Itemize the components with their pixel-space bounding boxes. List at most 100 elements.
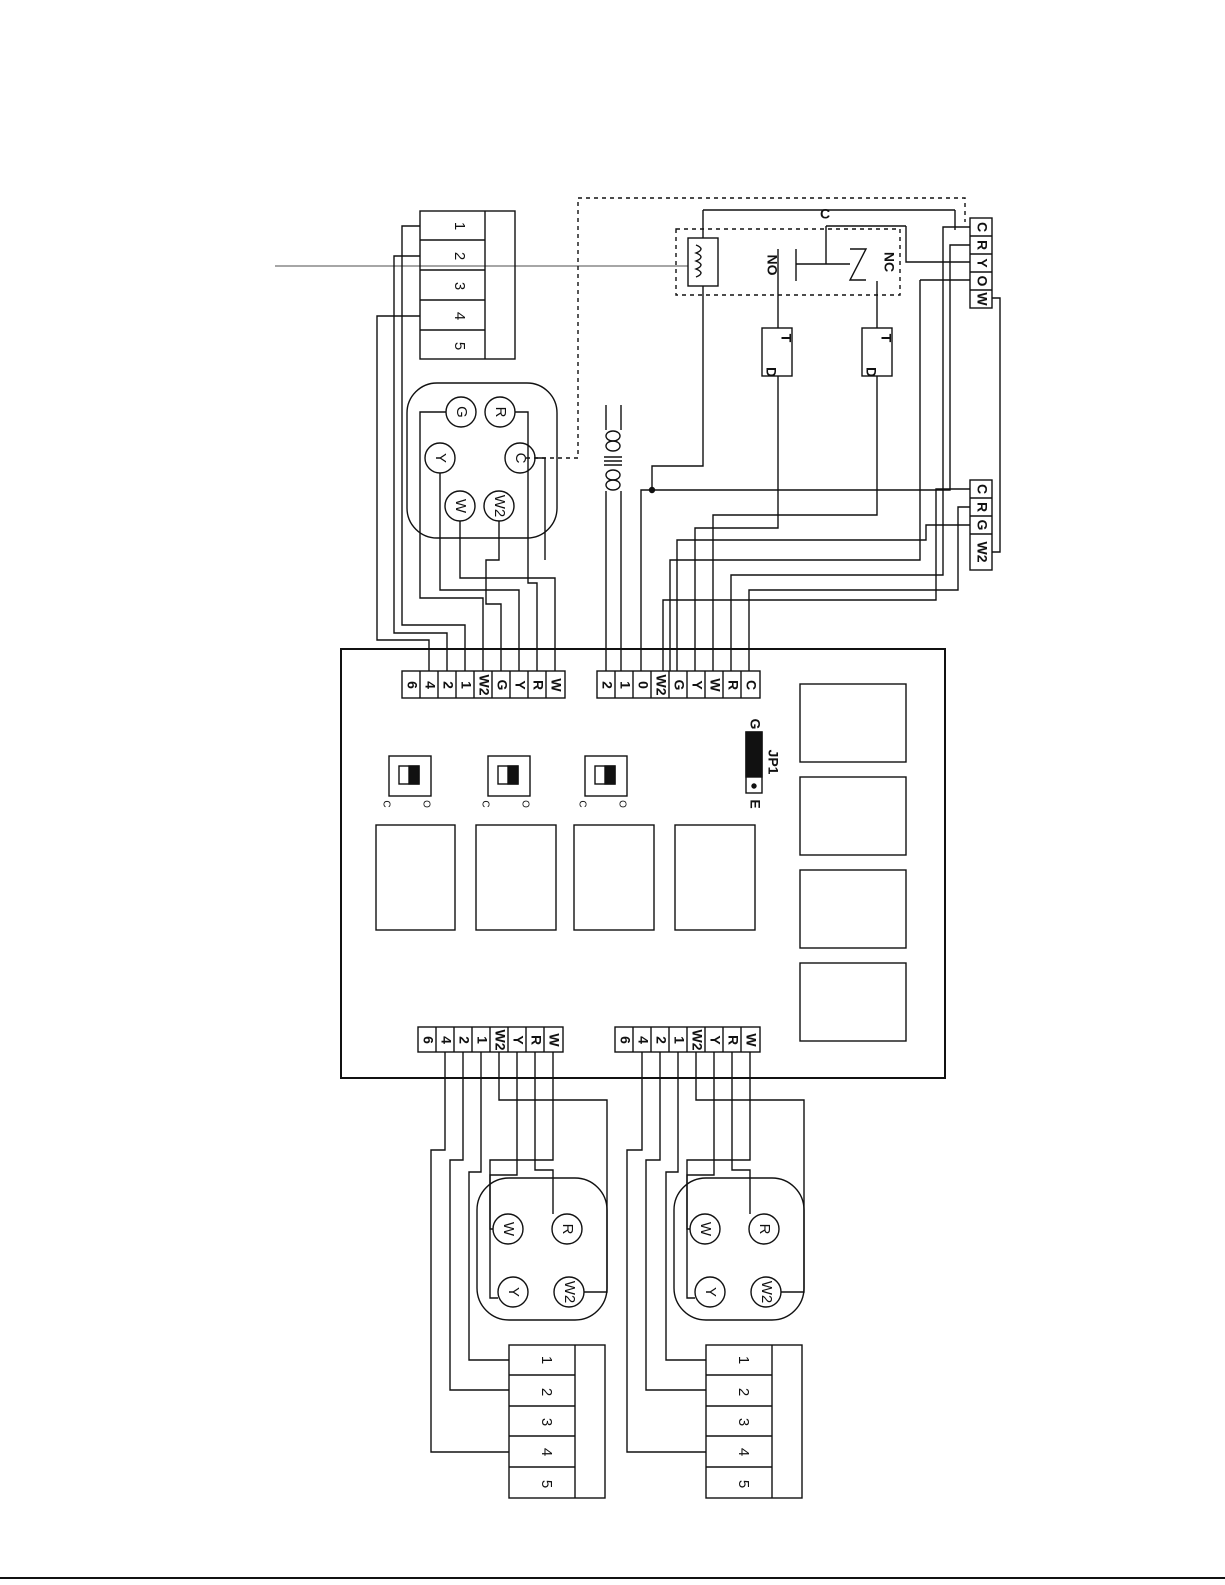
terminal-label-bl-2: 2 xyxy=(456,1036,472,1044)
terminal-label-tr-3: W2 xyxy=(653,675,669,696)
thermostat-top-label-0: G xyxy=(453,406,470,418)
thermostat-top-label-4: W xyxy=(452,499,469,514)
component-box-3 xyxy=(574,825,654,930)
relay-box-3 xyxy=(800,870,906,948)
terminal-label-tr-4: G xyxy=(671,680,687,691)
wires-bottom-right xyxy=(627,1052,804,1452)
jumper-e-label: E xyxy=(747,799,763,808)
terminal-label-tl-5: G xyxy=(494,680,510,691)
relay-box-1 xyxy=(800,684,906,762)
terminal-label-bl-4: W2 xyxy=(492,1030,508,1051)
terminal-label-tl-6: Y xyxy=(512,680,528,690)
terminal-label-tl-7: R xyxy=(530,680,546,690)
switch-label-5: O xyxy=(616,800,627,808)
block-number-5: 5 xyxy=(451,342,468,350)
relay-box-2 xyxy=(800,777,906,855)
terminal-label-tl-3: 1 xyxy=(458,681,474,689)
terminal-label-tl-0: 6 xyxy=(404,681,420,689)
switch-label-4: C xyxy=(576,800,587,807)
component-box-2 xyxy=(476,825,556,930)
switch-label-3: O xyxy=(519,800,530,808)
thermostat-top-label-2: Y xyxy=(432,453,449,463)
block-number-br-1: 1 xyxy=(735,1356,752,1364)
thermostat-top-label-1: R xyxy=(492,407,509,418)
thermostat-br-label-3: W2 xyxy=(758,1281,775,1304)
jumper-name-label: JP1 xyxy=(765,750,781,775)
jumper-g-label: G xyxy=(747,719,763,730)
terminal-label-br-3: 1 xyxy=(671,1036,687,1044)
terminal-label-br-2: 2 xyxy=(653,1036,669,1044)
control-board xyxy=(341,649,945,1078)
terminal-label-tl-2: 2 xyxy=(440,681,456,689)
right-top-terminal-4: W xyxy=(974,292,990,306)
component-box-4 xyxy=(675,825,755,930)
terminal-label-br-4: W2 xyxy=(689,1030,705,1051)
terminal-label-bl-3: 1 xyxy=(474,1036,490,1044)
terminal-label-br-5: Y xyxy=(707,1035,723,1045)
block-number-br-5: 5 xyxy=(735,1480,752,1488)
td1-d-label: D xyxy=(763,367,779,377)
terminal-label-tr-0: 2 xyxy=(599,681,615,689)
terminal-label-tr-6: W xyxy=(707,678,723,692)
td2-d-label: D xyxy=(863,367,879,377)
block-number-br-3: 3 xyxy=(735,1418,752,1426)
thermostat-bl-label-2: Y xyxy=(505,1287,522,1297)
terminal-label-tl-8: W xyxy=(548,678,564,692)
block-number-bl-1: 1 xyxy=(538,1356,555,1364)
block-number-2: 2 xyxy=(451,252,468,260)
block-number-bl-2: 2 xyxy=(538,1388,555,1396)
right-bottom-terminal-0: C xyxy=(974,484,990,494)
right-bottom-terminal-3: W2 xyxy=(974,542,990,563)
relay-box-4 xyxy=(800,963,906,1041)
terminal-label-bl-1: 4 xyxy=(438,1036,454,1044)
terminal-label-bl-5: Y xyxy=(510,1035,526,1045)
dotted-enclosure xyxy=(526,198,965,458)
block-number-bl-4: 4 xyxy=(538,1448,555,1456)
right-top-terminal-1: R xyxy=(974,240,990,250)
thermostat-top-label-5: W2 xyxy=(491,495,508,518)
terminal-label-br-7: W xyxy=(743,1033,759,1047)
switch-label-2: C xyxy=(479,800,490,807)
td1-t-label: T xyxy=(778,334,794,343)
terminal-label-bl-7: W xyxy=(546,1033,562,1047)
thermostat-top-label-3: C xyxy=(512,453,529,464)
right-bottom-terminal-1: R xyxy=(974,502,990,512)
transformer-symbol xyxy=(604,405,622,671)
block-number-1: 1 xyxy=(451,222,468,230)
thermostat-br-label-2: Y xyxy=(702,1287,719,1297)
terminal-label-br-1: 4 xyxy=(635,1036,651,1044)
terminal-label-tl-1: 4 xyxy=(422,681,438,689)
block-number-4: 4 xyxy=(451,312,468,320)
terminal-label-bl-6: R xyxy=(528,1035,544,1045)
terminal-label-tr-2: 0 xyxy=(635,681,651,689)
component-box-1 xyxy=(376,825,455,930)
thermostat-bl-label-1: R xyxy=(559,1224,576,1235)
block-number-br-4: 4 xyxy=(735,1448,752,1456)
right-top-terminal-2: Y xyxy=(974,258,990,268)
thermostat-bl-label-3: W2 xyxy=(561,1281,578,1304)
thermostat-br-label-1: R xyxy=(756,1224,773,1235)
relay-coil xyxy=(688,238,718,286)
terminal-label-tr-5: Y xyxy=(689,680,705,690)
dotted-relay-box xyxy=(676,229,900,295)
wires-top-left xyxy=(377,226,555,671)
terminal-label-bl-0: 6 xyxy=(420,1036,436,1044)
terminal-label-tr-7: R xyxy=(725,680,741,690)
terminal-block-bottom-left xyxy=(509,1345,605,1498)
terminal-label-br-0: 6 xyxy=(617,1036,633,1044)
right-top-terminal-0: C xyxy=(974,222,990,232)
relay-no-label: NO xyxy=(764,255,780,276)
switch-label-0: C xyxy=(380,800,391,807)
thermostat-br-label-0: W xyxy=(697,1222,714,1237)
right-top-terminal-3: O xyxy=(974,276,990,287)
thermostat-bl-label-0: W xyxy=(500,1222,517,1237)
terminal-label-tl-4: W2 xyxy=(476,675,492,696)
right-bottom-terminal-2: G xyxy=(974,520,990,531)
switch-label-1: O xyxy=(420,800,431,808)
relay-c-label: C xyxy=(820,206,830,222)
relay-nc-label: NC xyxy=(881,252,897,272)
wires-top-right xyxy=(641,226,1000,671)
block-number-3: 3 xyxy=(451,282,468,290)
terminal-block-bottom-right xyxy=(706,1345,802,1498)
